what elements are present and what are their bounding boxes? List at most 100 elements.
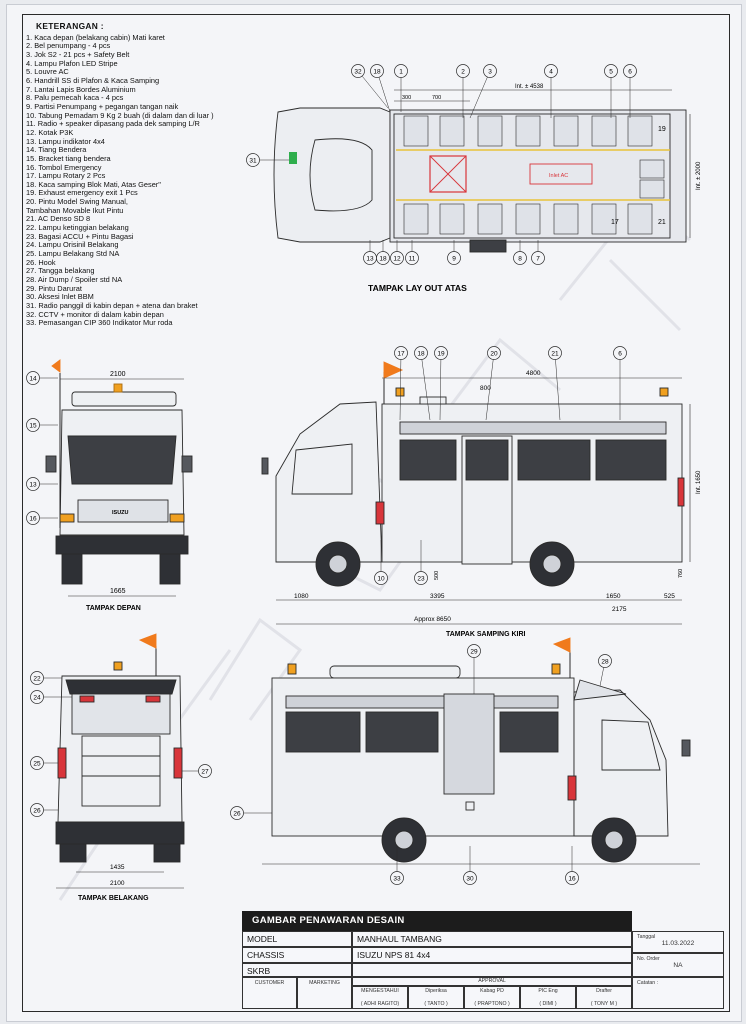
rs-extinguisher — [567, 775, 577, 801]
top-inlet-ac-label: Inlet AC — [549, 173, 568, 179]
legend-item: Tambahan Movable Ikut Pintu — [26, 205, 124, 215]
callout-number: 26 — [233, 810, 241, 817]
callout-number: 20 — [490, 350, 498, 357]
side-dim-step: 500 — [434, 571, 440, 580]
callout-bubble — [483, 64, 497, 78]
side-window-1 — [399, 439, 457, 481]
rear-wheel-right — [153, 843, 181, 863]
callout-bubble — [565, 871, 579, 885]
callout-number: 21 — [551, 350, 559, 357]
rs-emergency-door — [443, 693, 495, 795]
side-dim-2175: 2175 — [612, 606, 627, 613]
legend-item: 5. Louvre AC — [26, 67, 69, 77]
seat-lower — [439, 203, 465, 235]
callout-number: 23 — [417, 575, 425, 582]
side-front-hub — [328, 554, 348, 574]
tb-tanggal-value: 11.03.2022 — [661, 940, 695, 947]
tb-approver-name: ( DIMI ) — [539, 1001, 557, 1007]
callout-bubble — [376, 251, 390, 265]
side-dim-roof: 4800 — [526, 370, 541, 377]
seat-rear — [639, 159, 665, 179]
legend-item: 15. Bracket tiang bendera — [26, 153, 111, 163]
callout-leader — [357, 70, 389, 109]
callout-number: 6 — [618, 350, 622, 357]
tb-approver-name: ( TANTO ) — [424, 1001, 448, 1007]
callout-bubble — [30, 803, 44, 817]
seat-lower — [477, 203, 503, 235]
callout-bubble — [604, 64, 618, 78]
top-dim-700: 700 — [432, 95, 441, 101]
tb-catatan-cell: Catatan : — [632, 977, 724, 1009]
callout-number: 18 — [379, 255, 387, 262]
seat-lower — [515, 203, 541, 235]
legend-item: 8. Palu pemecah kaca - 4 pcs — [26, 93, 124, 103]
callout-leader — [376, 70, 391, 113]
top-dim-length: Int. ± 4538 — [515, 84, 544, 90]
side-mirror — [261, 457, 269, 475]
front-roof-box — [71, 391, 177, 407]
legend-item: 10. Tabung Pemadam 9 Kg 2 buah (di dalam… — [26, 110, 214, 120]
side-dim-1080: 1080 — [294, 593, 309, 600]
rear-rotary-lamp — [113, 661, 123, 671]
legend-item: 4. Lampu Plafon LED Stripe — [26, 58, 118, 68]
callout-bubble — [531, 251, 545, 265]
callout-leader — [485, 352, 495, 421]
tb-model-value: MANHAUL TAMBANG — [352, 931, 632, 947]
callout-number: 28 — [601, 658, 609, 665]
callout-bubble — [390, 871, 404, 885]
front-dim-width: 2100 — [110, 371, 126, 378]
tb-skrb-label: SKRB — [242, 963, 352, 977]
tb-approval: APPROVAL — [352, 977, 632, 986]
tb-marketing: MARKETING — [297, 977, 352, 1009]
side-right-view — [262, 637, 700, 865]
tb-approver: MENGESTAHUI( ADHI RAGITO) — [352, 986, 408, 1009]
callout-bubble — [30, 671, 44, 685]
front-grille — [77, 499, 169, 523]
callout-number: 9 — [452, 255, 456, 262]
top-dim-width: Int. ± 2000 — [696, 161, 702, 190]
callout-bubble — [374, 571, 388, 585]
callout-bubble — [230, 806, 244, 820]
seat-upper — [403, 115, 429, 147]
seat-lower — [553, 203, 579, 235]
callout-number: 13 — [29, 481, 37, 488]
legend-item: 14. Tiang Bendera — [26, 145, 87, 155]
rs-window-1 — [285, 711, 361, 753]
callout-number: 16 — [29, 515, 37, 522]
rs-window-3 — [499, 711, 559, 753]
callout-bubble — [414, 571, 428, 585]
legend-item: 23. Bagasi ACCU + Pintu Bagasi — [26, 231, 134, 241]
callout-leader — [439, 352, 442, 421]
rear-tail-lamp-right — [173, 747, 183, 779]
callout-number: 7 — [536, 255, 540, 262]
rear-flag — [138, 633, 157, 649]
callout-bubble — [463, 871, 477, 885]
callout-bubble — [394, 64, 408, 78]
callout-number: 8 — [518, 255, 522, 262]
callout-number: 18 — [373, 68, 381, 75]
callout-bubble — [198, 764, 212, 778]
callout-bubble — [598, 654, 612, 668]
side-window-top-band — [399, 421, 667, 435]
callout-number: 19 — [437, 350, 445, 357]
front-rotary-lamp — [113, 383, 123, 393]
callout-bubble — [434, 346, 448, 360]
front-mirror-left — [45, 455, 57, 473]
legend-panel: KETERANGAN : 1. Kaca depan (belakang cab… — [26, 22, 271, 328]
rear-view — [55, 633, 185, 889]
seat-upper — [553, 115, 579, 147]
front-lamp-left — [59, 513, 75, 523]
front-lamp-right — [169, 513, 185, 523]
legend-item: 6. Handrill SS di Plafon & Kaca Samping — [26, 75, 160, 85]
top-cab-seat — [309, 138, 373, 212]
legend-item: 17. Lampu Rotary 2 Pcs — [26, 171, 106, 181]
callout-number: 30 — [466, 875, 474, 882]
tb-order-value: NA — [673, 962, 683, 969]
top-door-step — [469, 239, 507, 253]
callout-bubble — [487, 346, 501, 360]
callout-number: 29 — [470, 648, 478, 655]
front-windshield — [67, 435, 177, 485]
side-dim-door: 800 — [480, 385, 491, 392]
